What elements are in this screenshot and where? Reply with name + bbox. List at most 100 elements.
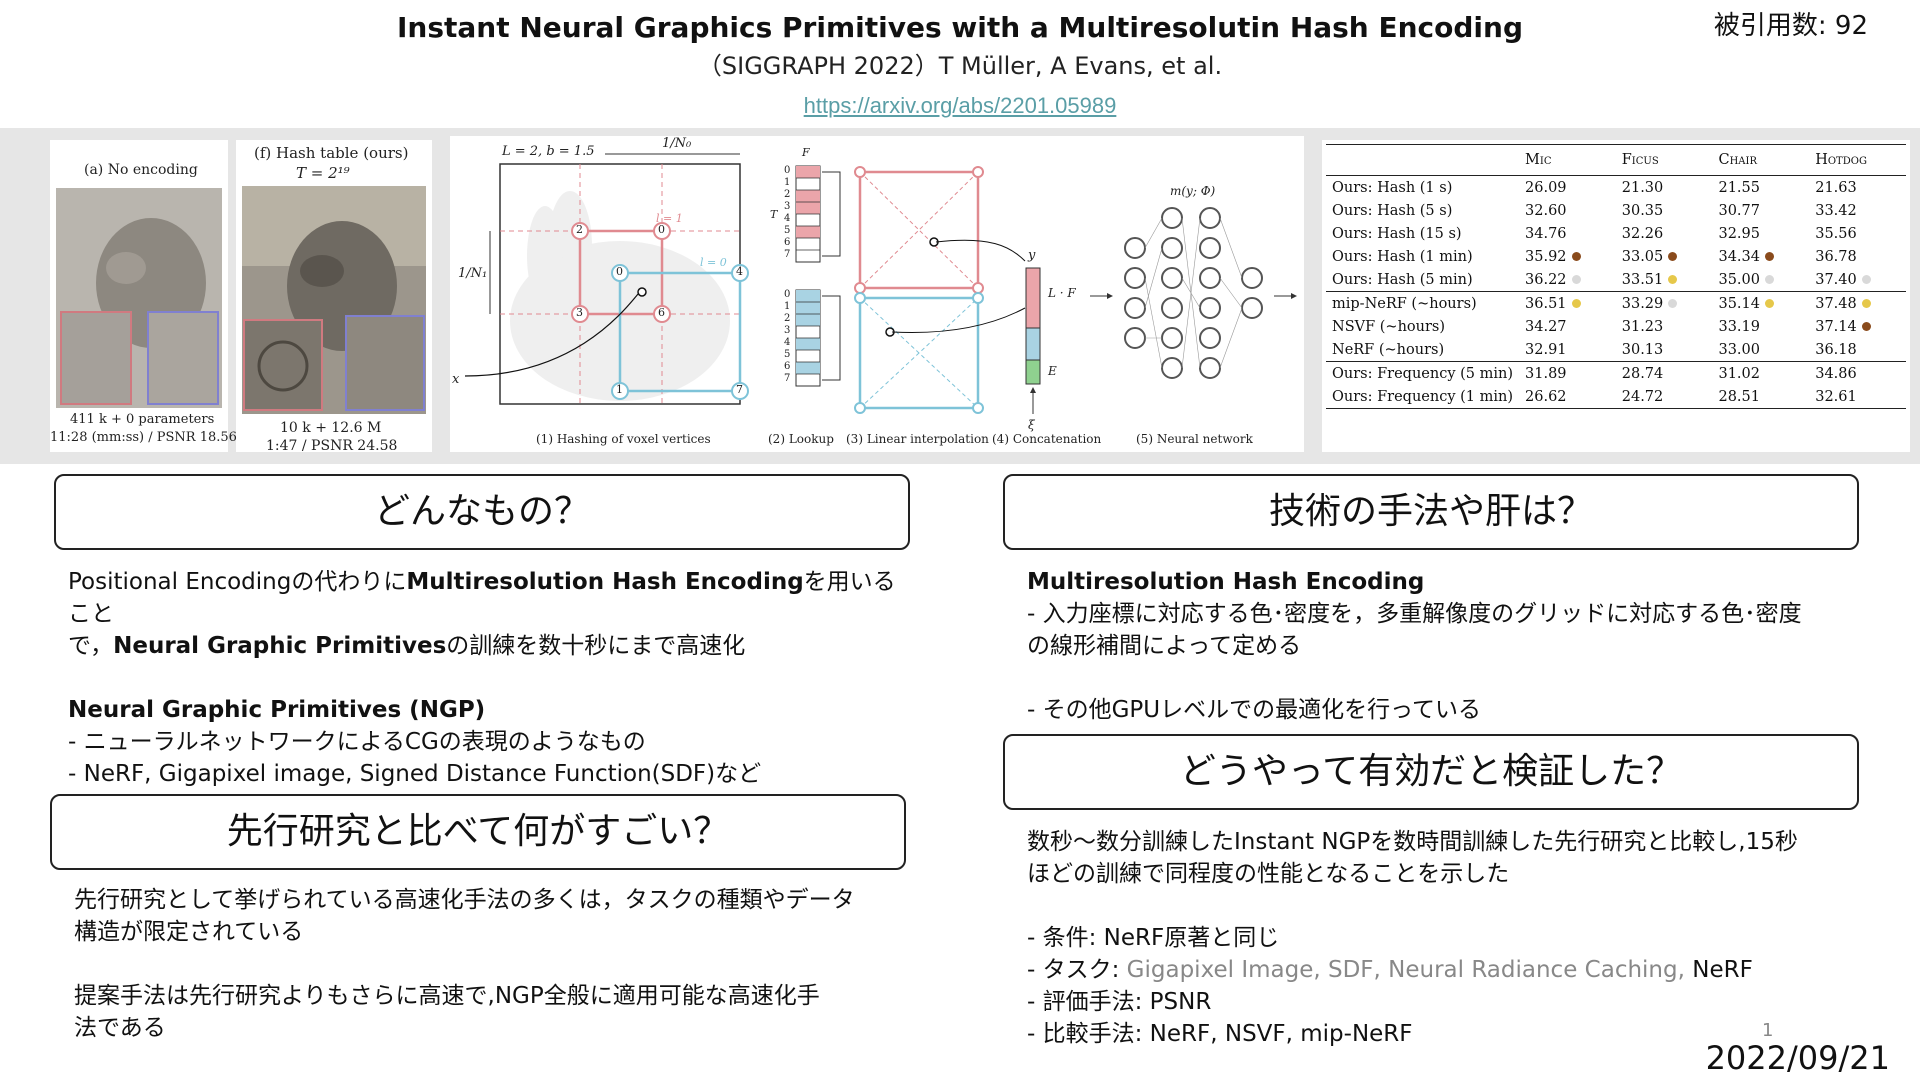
psnr-value: 35.56 <box>1815 225 1857 242</box>
psnr-value: 36.51 <box>1525 295 1567 312</box>
paper-venue-authors: （SIGGRAPH 2022）T Müller, A Evans, et al. <box>697 52 1223 80</box>
psnr-value: 34.27 <box>1525 318 1567 335</box>
psnr-value: 36.78 <box>1815 248 1857 265</box>
psnr-cell: 35.92 <box>1519 245 1616 268</box>
psnr-cell: 36.18 <box>1809 338 1906 362</box>
task-prefix: - タスク: <box>1027 957 1127 983</box>
psnr-value: 32.91 <box>1525 341 1567 358</box>
method-name: Ours: Hash (15 s) <box>1332 225 1462 242</box>
psnr-cell: 32.26 <box>1616 222 1713 245</box>
what-line-2: で，Neural Graphic Primitivesの訓練を数十秒にまで高速化 <box>68 630 908 662</box>
table-index: 5 <box>784 225 791 236</box>
what-text: を用いること <box>68 569 896 627</box>
no-encoding-panel: (a) No encoding 411 k + 0 parameters 11:… <box>50 140 237 452</box>
psnr-value: 35.14 <box>1718 295 1760 312</box>
psnr-cell: 31.02 <box>1712 362 1809 386</box>
psnr-value: 36.22 <box>1525 271 1567 288</box>
step-hashing: (1) Hashing of voxel vertices <box>536 432 711 446</box>
validation-line: ほどの訓練で同程度の性能となることを示した <box>1027 861 1510 887</box>
method-name: mip-NeRF (~hours) <box>1332 295 1477 312</box>
psnr-cell: 28.51 <box>1712 385 1809 409</box>
rank-medal-icon <box>1765 299 1774 308</box>
rank-medal-icon <box>1861 322 1871 331</box>
psnr-value: 32.60 <box>1525 202 1567 219</box>
psnr-value: 37.48 <box>1815 295 1857 312</box>
ngp-line-2: - NeRF, Gigapixel image, Signed Distance… <box>68 761 762 787</box>
what-body: Positional Encodingの代わりにMultiresolution … <box>68 566 908 790</box>
novelty-line: 提案手法は先行研究よりもさらに高速で,NGP全般に適用可能な高速化手 <box>74 983 820 1009</box>
method-name: Ours: Hash (5 s) <box>1332 202 1453 219</box>
psnr-cell: 30.35 <box>1616 199 1713 222</box>
psnr-cell: 37.14 <box>1809 315 1906 338</box>
no-encoding-params: 411 k + 0 parameters <box>70 412 215 427</box>
pipeline-svg <box>464 153 1297 414</box>
psnr-cell: 34.27 <box>1519 315 1616 338</box>
table-row: mip-NeRF (~hours) 36.51 33.29 35.14 37.48 <box>1326 291 1906 316</box>
what-text: の訓練を数十秒にまで高速化 <box>446 633 746 659</box>
rank-medal-icon <box>1861 299 1871 308</box>
psnr-cell: 30.77 <box>1712 199 1809 222</box>
paper-title: Instant Neural Graphics Primitives with … <box>396 11 1523 44</box>
psnr-cell: 33.51 <box>1616 268 1713 292</box>
method-heading: 技術の手法や肝は？ <box>1003 474 1859 550</box>
psnr-cell: 36.78 <box>1809 245 1906 268</box>
blue-vertex-id: 1 <box>616 383 623 396</box>
psnr-value: 21.63 <box>1815 179 1857 196</box>
psnr-value: 37.14 <box>1815 318 1857 335</box>
table-index: 7 <box>784 373 791 384</box>
psnr-value: 32.61 <box>1815 388 1857 405</box>
method-line: の線形補間によって定める <box>1027 633 1302 659</box>
what-text: Positional Encodingの代わりに <box>68 569 407 595</box>
column-header: Mic <box>1525 152 1552 168</box>
psnr-cell: 24.72 <box>1616 385 1713 409</box>
psnr-value: 33.29 <box>1621 295 1664 312</box>
ngp-line-1: - ニューラルネットワークによるCGの表現のようなもの <box>68 729 646 755</box>
pipeline-diagram: L = 2, b = 1.5 1/N₀ 1/N₁ x l = 1 l = 0 2… <box>450 136 1304 452</box>
condition-line: - 条件: NeRF原著と同じ <box>1027 925 1280 951</box>
arxiv-link[interactable]: https://arxiv.org/abs/2201.05989 <box>803 93 1117 118</box>
task-nerf: NeRF <box>1692 957 1753 983</box>
psnr-value: 28.74 <box>1621 365 1664 382</box>
psnr-value: 30.35 <box>1621 202 1664 219</box>
table-index: 0 <box>784 165 791 176</box>
psnr-value: 33.51 <box>1621 271 1664 288</box>
method-name: Ours: Hash (1 min) <box>1332 248 1473 265</box>
table-index: 3 <box>784 325 791 336</box>
psnr-value: 31.23 <box>1621 318 1664 335</box>
table-index: 4 <box>784 337 791 348</box>
novelty-body: 先行研究として挙げられている高速化手法の多くは，タスクの種類やデータ 構造が限定… <box>74 884 914 1044</box>
psnr-value: 34.86 <box>1815 365 1857 382</box>
table-index: 5 <box>784 349 791 360</box>
rank-medal-icon <box>1861 275 1871 284</box>
table-index: 4 <box>784 213 791 224</box>
method-name: Ours: Frequency (5 min) <box>1332 365 1514 382</box>
column-header: Chair <box>1718 152 1758 168</box>
task-other: Gigapixel Image, SDF, Neural Radiance Ca… <box>1126 957 1693 983</box>
what-heading: どんなもの？ <box>54 474 910 550</box>
psnr-value: 28.51 <box>1718 388 1760 405</box>
gargoyle-blurry-image <box>56 188 222 408</box>
method-line: - 入力座標に対応する色･密度を，多重解像度のグリッドに対応する色･密度 <box>1027 601 1802 627</box>
psnr-cell: 35.00 <box>1712 268 1809 292</box>
what-bold: Neural Graphic Primitives <box>113 633 447 659</box>
n1-label: 1/N₁ <box>458 266 488 281</box>
validation-heading: どうやって有効だと検証した？ <box>1003 734 1859 810</box>
novelty-heading: 先行研究と比べて何がすごい？ <box>50 794 906 870</box>
what-bold: Multiresolution Hash Encoding <box>406 569 804 595</box>
x-label: x <box>452 372 460 387</box>
rank-medal-icon <box>1765 252 1774 261</box>
feature-dim-label: F <box>802 146 810 159</box>
psnr-cell: 33.05 <box>1616 245 1713 268</box>
what-line-1: Positional Encodingの代わりにMultiresolution … <box>68 566 908 630</box>
psnr-value: 21.30 <box>1621 179 1664 196</box>
method-name: Ours: Hash (5 min) <box>1332 271 1473 288</box>
what-text: で， <box>68 633 114 659</box>
table-size-label: T <box>770 208 778 221</box>
